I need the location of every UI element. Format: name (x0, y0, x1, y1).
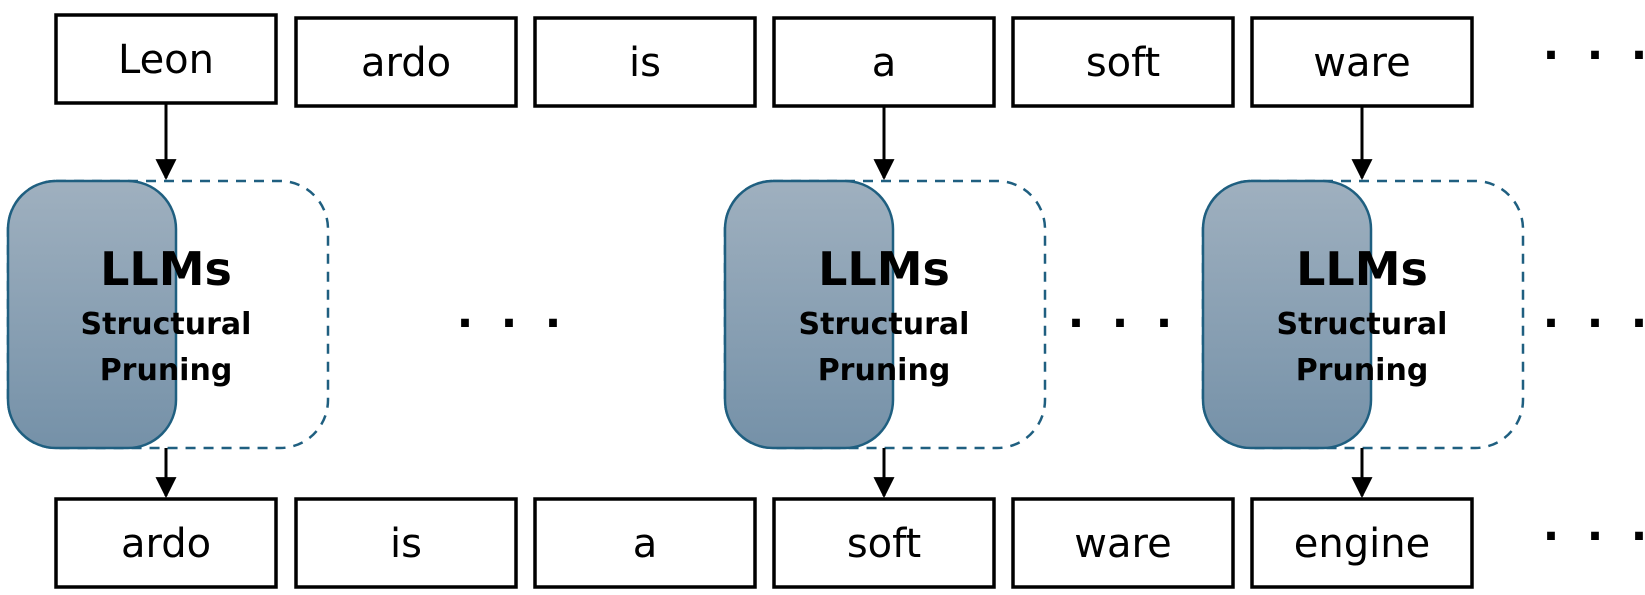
output-token: ardo (54, 497, 278, 589)
output-token-label: a (633, 521, 658, 567)
output-token: ware (1011, 497, 1235, 589)
input-token-label: soft (1086, 40, 1160, 86)
output-token-label: is (390, 521, 422, 567)
output-token-row: ardo is a soft ware engine · · · (54, 497, 1645, 589)
model-block: LLMs Structural Pruning (6, 179, 330, 450)
input-token: is (533, 16, 757, 108)
output-token: is (294, 497, 518, 589)
middle-ellipsis: · · · (457, 298, 568, 349)
pruned-model-block (6, 179, 178, 450)
input-token: ardo (294, 16, 518, 108)
input-token: soft (1011, 16, 1235, 108)
model-block-title: LLMs (1296, 242, 1428, 296)
middle-ellipsis: · · · (1068, 298, 1179, 349)
input-token: Leon (54, 13, 278, 105)
model-block-subtitle-line2: Pruning (100, 353, 233, 388)
model-block-subtitle-line1: Structural (1277, 307, 1448, 342)
input-token: a (772, 16, 996, 108)
input-token-label: ardo (361, 40, 451, 86)
model-block-title: LLMs (100, 242, 232, 296)
pruned-model-block (1201, 179, 1373, 450)
output-token: soft (772, 497, 996, 589)
output-ellipsis: · · · (1543, 511, 1645, 562)
right-ellipsis: · · · (1543, 298, 1645, 349)
output-token-label: ware (1074, 521, 1171, 567)
dashed-full-model-outline (6, 179, 330, 450)
input-token-label: is (629, 40, 661, 86)
model-block: LLMs Structural Pruning (1201, 179, 1525, 450)
model-block-subtitle-line2: Pruning (818, 353, 951, 388)
input-token-row: Leon ardo is a soft ware · · · (54, 13, 1645, 108)
input-token-label: Leon (118, 37, 214, 83)
model-block-subtitle-line1: Structural (81, 307, 252, 342)
input-token-label: ware (1313, 40, 1410, 86)
output-token-label: soft (847, 521, 921, 567)
model-block-subtitle-line1: Structural (799, 307, 970, 342)
input-token-label: a (872, 40, 897, 86)
output-token-label: ardo (121, 521, 211, 567)
model-block-subtitle-line2: Pruning (1296, 353, 1429, 388)
output-token: engine (1250, 497, 1474, 589)
output-token: a (533, 497, 757, 589)
model-block-title: LLMs (818, 242, 950, 296)
input-token: ware (1250, 16, 1474, 108)
input-ellipsis: · · · (1543, 30, 1645, 81)
model-block: LLMs Structural Pruning (723, 179, 1047, 450)
output-token-label: engine (1294, 521, 1430, 567)
pruned-model-block (723, 179, 895, 450)
